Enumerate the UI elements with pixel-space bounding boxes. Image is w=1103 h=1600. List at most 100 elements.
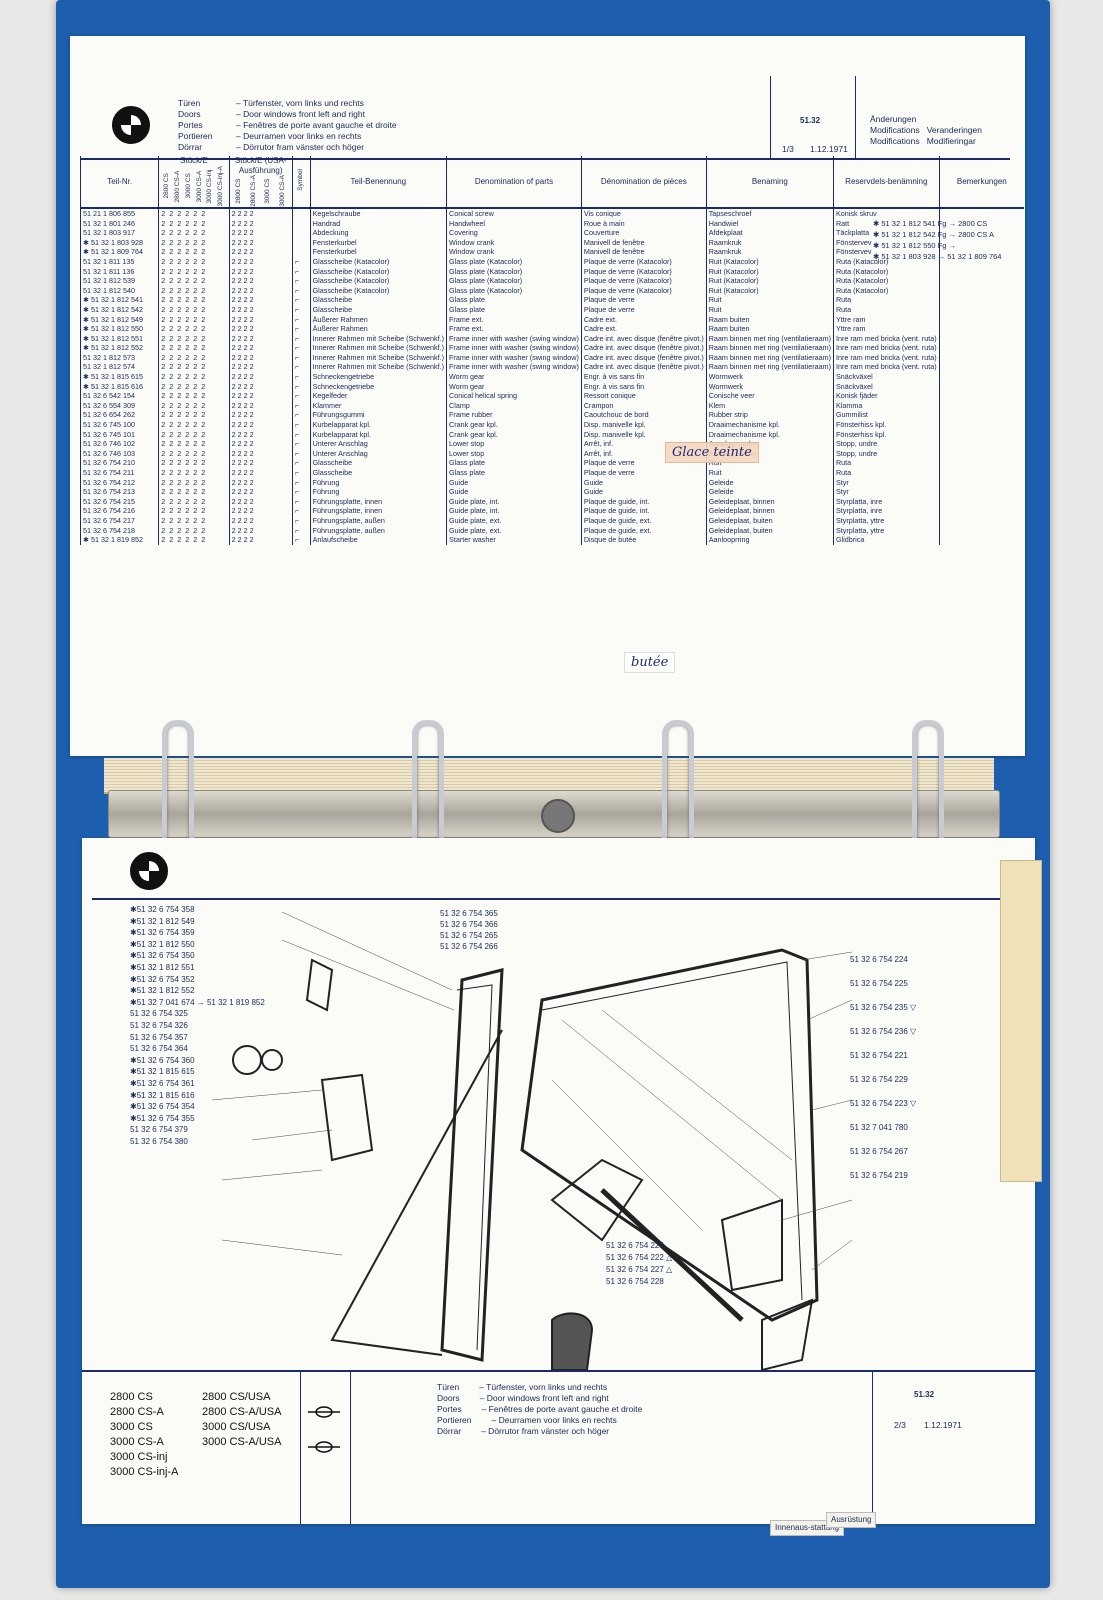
part-callout: 51 32 6 754 227 △ [606, 1265, 673, 1274]
part-number: ✱ 51 32 1 815 615 [79, 372, 159, 382]
remark-cell [938, 535, 1024, 545]
remark-cell [938, 496, 1024, 507]
symbol-cell: ⌐ [291, 410, 311, 421]
qty-cell: 2 2 2 2 2 2 [158, 276, 230, 286]
part-name: Geleideplaat, buiten [705, 525, 834, 536]
part-number: 51 32 6 754 211 [79, 468, 159, 478]
part-name: Afdekplaat [705, 228, 834, 238]
part-name: Kegelfeder [309, 391, 447, 401]
qty-cell: 2 2 2 2 2 2 [158, 400, 230, 411]
part-name: Ruta (Katacolor) [832, 266, 940, 277]
qty-cell-usa: 2 2 2 2 [228, 237, 293, 248]
part-name: Styrplatta, inre [832, 506, 940, 516]
qty-cell-usa: 2 2 2 2 [228, 381, 293, 392]
part-name: Glasscheibe (Katacolor) [309, 256, 447, 267]
part-number: ✱ 51 32 1 812 542 [79, 304, 159, 315]
footer-language-row: Türen– Türfenster, vorn links und rechts [437, 1382, 642, 1393]
column-header: Dénomination de pièces [580, 156, 707, 209]
qty-cell-usa: 2 2 2 2 [228, 218, 293, 229]
part-name: Yttre ram [832, 324, 940, 334]
footer-lang: Portieren [437, 1415, 472, 1425]
part-callout: ✱51 32 6 754 360 [130, 1055, 195, 1065]
symbol-cell: ⌐ [291, 362, 311, 373]
part-name: Handwheel [446, 218, 582, 229]
part-name: Führungsplatte, außen [309, 515, 447, 526]
exploded-diagram [211, 911, 853, 1372]
qty-cell-usa: 2 2 2 2 [228, 391, 293, 401]
part-name: Plaque de verre [580, 468, 707, 478]
part-name: Covering [446, 228, 582, 238]
header-lang: Doors [178, 109, 201, 119]
part-name: Guide plate, int. [446, 506, 582, 516]
door-symbols-icon [308, 1406, 340, 1453]
part-name: Glidbrica [832, 535, 940, 545]
remark-cell [938, 256, 1024, 267]
footer-title: – Türfenster, vorn links und rechts [479, 1382, 608, 1392]
remark-line: ✱ 51 32 1 812 550 Fg → [873, 241, 957, 250]
part-name: Plaque de verre (Katacolor) [580, 285, 707, 296]
model-col-label: 3000 CS-A [195, 170, 203, 203]
qty-cell-usa: 2 2 2 2 [228, 333, 293, 344]
qty-cell: 2 2 2 2 2 2 [158, 487, 230, 497]
remark-cell [938, 333, 1024, 344]
part-name: Plaque de verre (Katacolor) [580, 276, 707, 286]
part-name: Inre ram med bricka (vent. ruta) [832, 362, 940, 373]
part-name: Plaque de verre [580, 458, 707, 469]
qty-cell-usa: 2 2 2 2 [228, 324, 293, 334]
part-name: Guide plate, ext. [446, 525, 582, 536]
part-name: Innerer Rahmen mit Scheibe (Schwenkf.) [309, 333, 447, 344]
changes-line: Modifications Veranderingen [870, 125, 982, 135]
column-header: Teil-Benennung [309, 156, 447, 209]
qty-cell: 2 2 2 2 2 2 [158, 362, 230, 373]
part-name: Guide [580, 487, 707, 497]
qty-cell-usa: 2 2 2 2 [228, 496, 293, 507]
part-callout: ✱51 32 1 812 551 [130, 962, 195, 972]
footer-title: – Dörrutor fram vänster och höger [481, 1426, 610, 1436]
tab-ausruestung[interactable]: Ausrüstung [826, 1512, 877, 1528]
remark-cell [938, 352, 1024, 363]
remark-cell [938, 304, 1024, 315]
part-name: Glass plate (Katacolor) [446, 285, 582, 296]
model-name: 2800 CS-A/USA [202, 1406, 282, 1418]
symbol-cell: ⌐ [291, 381, 311, 392]
model-name: 3000 CS [110, 1421, 153, 1433]
tab-innenausstattung[interactable]: Innenaus-stattung [770, 1520, 845, 1536]
header-lang: Portes [178, 120, 203, 130]
symbol-cell: ⌐ [291, 439, 311, 449]
part-name: Raam binnen met ring (ventilatieraam) [705, 352, 834, 363]
remark-cell [938, 218, 1024, 229]
part-name: Äußerer Rahmen [309, 314, 447, 325]
qty-cell: 2 2 2 2 2 2 [158, 304, 230, 315]
part-name: Glasscheibe [309, 295, 447, 305]
side-tab-insert [1000, 860, 1042, 1182]
part-number: 51 32 6 754 216 [79, 506, 159, 516]
part-name: Geleideplaat, buiten [705, 515, 834, 526]
part-name: Yttre ram [832, 314, 940, 325]
qty-cell-usa: 2 2 2 2 [228, 515, 293, 526]
part-name: Cadre int. avec disque (fenêtre pivot.) [580, 362, 707, 373]
symbol-cell: ⌐ [291, 535, 311, 545]
part-number: 51 21 1 806 855 [79, 207, 159, 219]
part-name: Raamkruk [705, 237, 834, 248]
part-name: Roue à main [580, 218, 707, 229]
part-name: Handwiel [705, 218, 834, 229]
symbol-cell: ⌐ [291, 506, 311, 516]
group-title: Stück/E (USA-Ausführung) [234, 156, 287, 175]
page-date: 1.12.1971 [810, 144, 848, 154]
remark-cell [938, 448, 1024, 459]
part-name: Styr [832, 477, 940, 488]
symbol-cell [291, 237, 311, 248]
part-name: Glass plate [446, 304, 582, 315]
qty-cell-usa: 2 2 2 2 [228, 295, 293, 305]
qty-cell-usa: 2 2 2 2 [228, 429, 293, 440]
model-col-label: 3000 CS-inj-A [217, 166, 225, 207]
part-name: Engr. à vis sans fin [580, 372, 707, 382]
qty-cell-usa: 2 2 2 2 [228, 256, 293, 267]
part-callout: 51 32 6 754 326 [130, 1020, 188, 1030]
model-col-label: 2800 CS-A [249, 175, 257, 207]
qty-cell: 2 2 2 2 2 2 [158, 381, 230, 392]
part-name: Täckplatta [832, 228, 940, 238]
